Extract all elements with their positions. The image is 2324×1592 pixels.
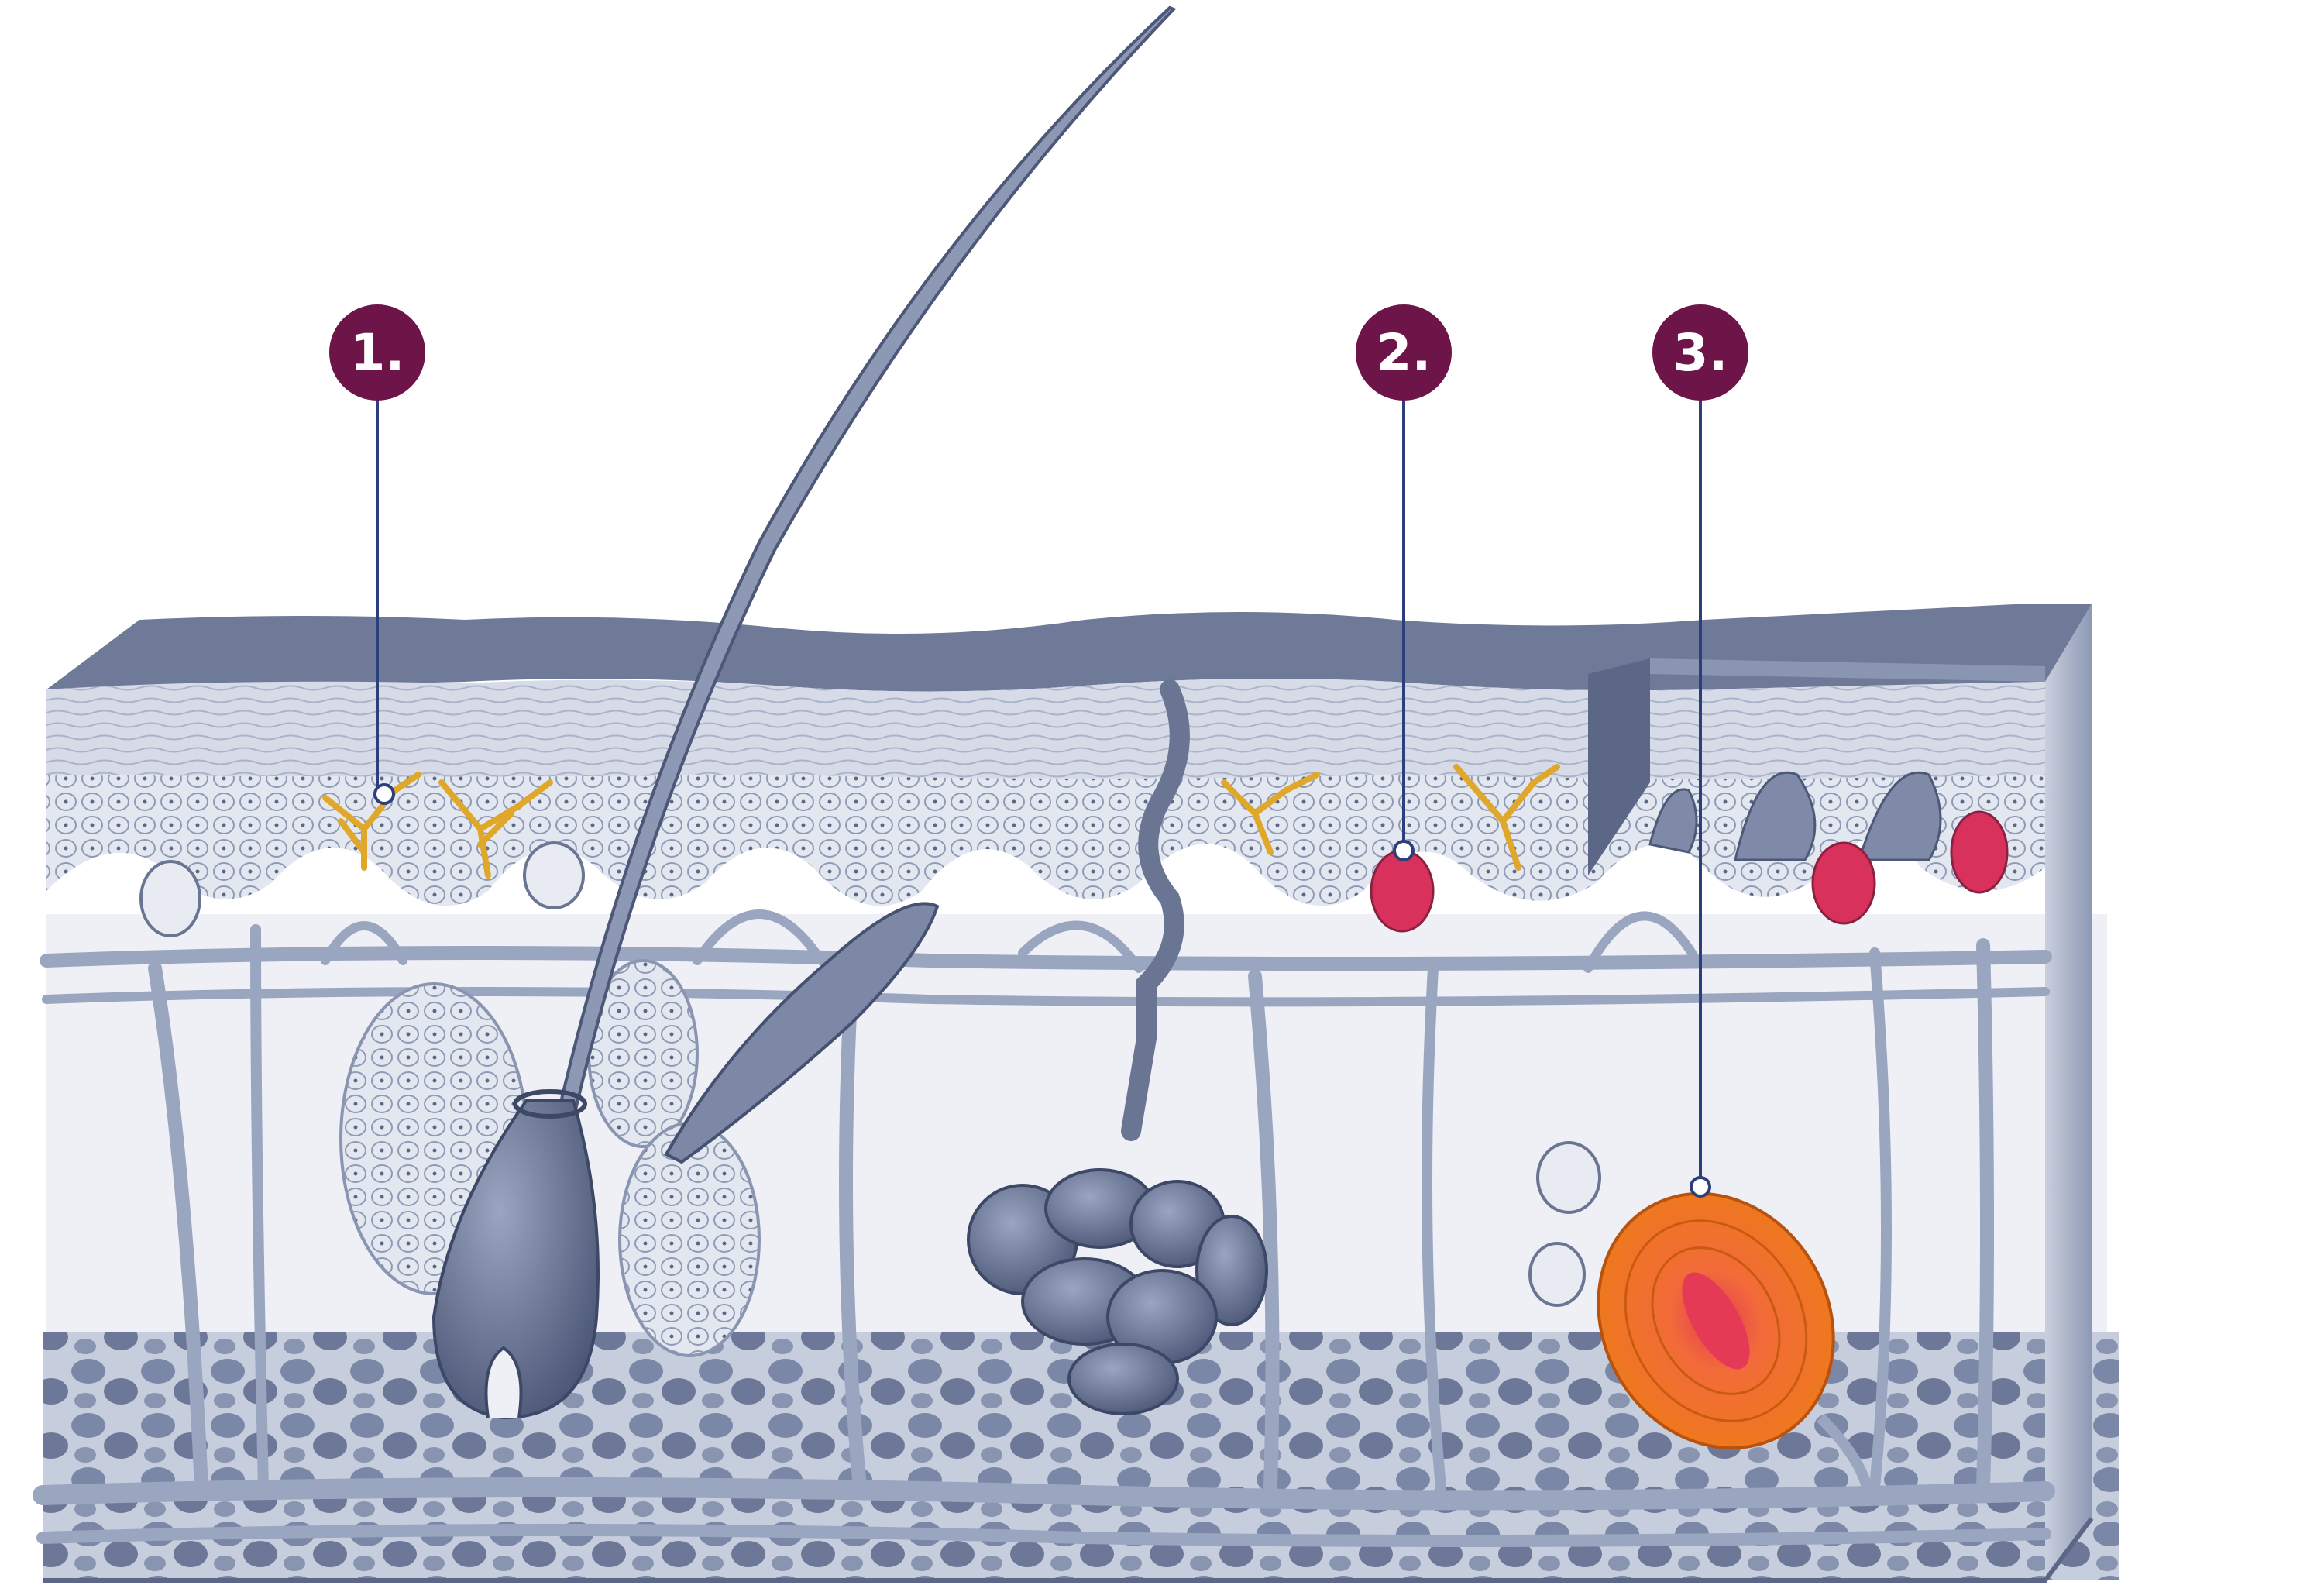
- callout-3-label: 3.: [1673, 323, 1728, 383]
- meissner-corpuscle-2: [1811, 841, 1876, 925]
- melanocyte-2: [438, 779, 553, 879]
- block-bottom-edge: [43, 1517, 2094, 1583]
- follicle-collar: [513, 1089, 587, 1119]
- dermal-papillae: [1648, 771, 1942, 861]
- meissner-corpuscle-1: [1370, 849, 1435, 933]
- melanocyte-4: [1453, 764, 1560, 871]
- callout-1-badge: [329, 304, 425, 401]
- pacinian-corpuscle: [1597, 1191, 1872, 1489]
- sweat-gland: [967, 679, 1268, 1415]
- callout-2-anchor: [1393, 840, 1415, 861]
- meissner-corpuscle-3: [1950, 810, 2009, 894]
- callout-2-badge: [1356, 304, 1452, 401]
- free-receptors: [139, 841, 1601, 1307]
- callout-1[interactable]: 1.: [329, 304, 425, 805]
- sweat-duct: [1121, 679, 1190, 1141]
- callout-3[interactable]: 3.: [1652, 304, 1748, 1198]
- arrector-pili-muscle: [664, 902, 940, 1164]
- skin-surface: [46, 604, 2092, 692]
- callout-2-label: 2.: [1377, 323, 1432, 383]
- callout-3-badge: [1652, 304, 1748, 401]
- block-side-face: [2045, 604, 2092, 1580]
- epidermis-step-top: [1650, 658, 2045, 682]
- epidermis-cell-layer: [46, 775, 2045, 906]
- stratum-corneum: [46, 679, 2045, 779]
- melanocyte-1: [322, 772, 421, 871]
- epidermis-step-cut: [1588, 658, 1650, 875]
- callout-3-anchor: [1690, 1176, 1711, 1198]
- callout-2[interactable]: 2.: [1356, 304, 1452, 861]
- hair-follicle: [431, 5, 1177, 1420]
- meissner-corpuscles: [1370, 810, 2009, 933]
- melanocyte-3: [1221, 772, 1320, 855]
- callout-1-label: 1.: [350, 323, 405, 383]
- melanocytes: [322, 764, 1560, 879]
- hair-papilla: [484, 1346, 523, 1418]
- vascular-network: [33, 909, 2055, 1547]
- callout-1-anchor: [373, 783, 395, 805]
